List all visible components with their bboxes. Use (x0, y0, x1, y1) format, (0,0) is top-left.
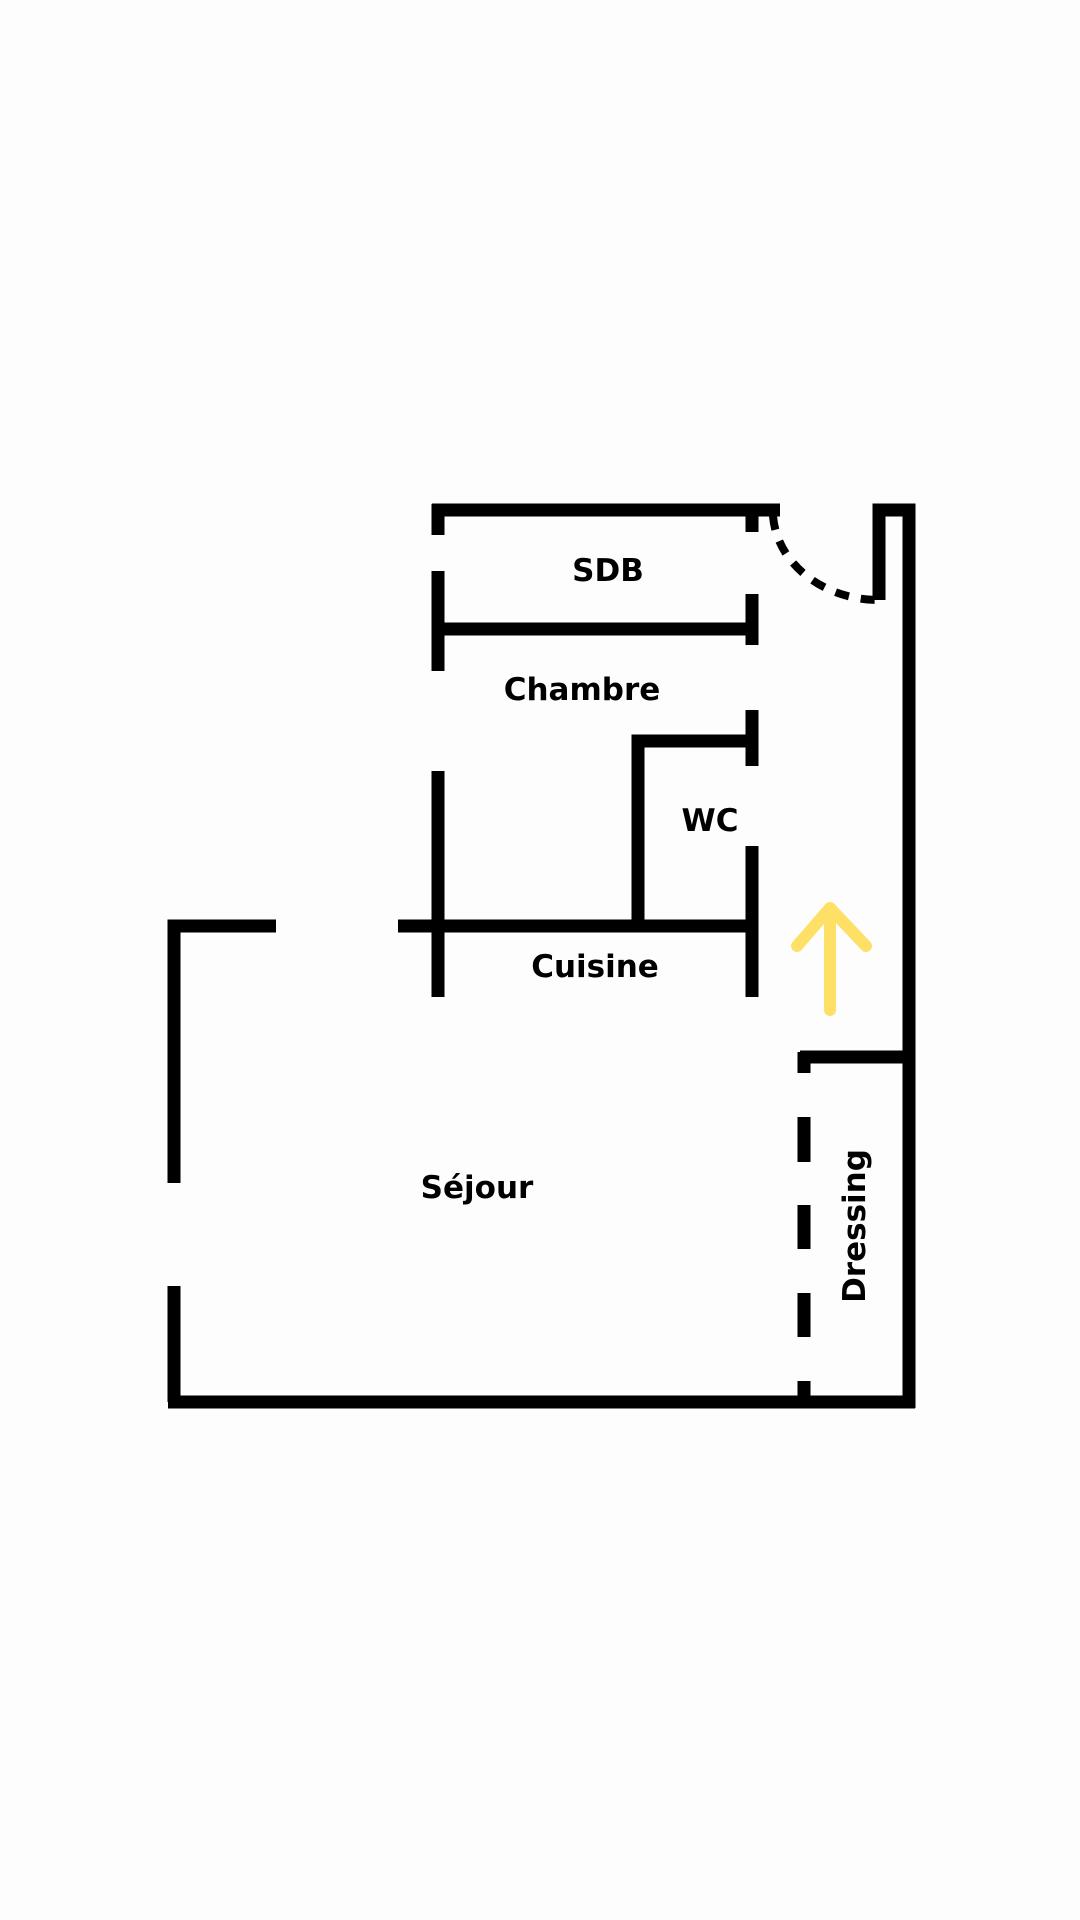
arrow-up-icon (791, 902, 872, 1016)
room-label-sejour: Séjour (421, 1170, 534, 1206)
wall-outer-left (167, 919, 276, 1402)
room-label-chambre: Chambre (504, 672, 661, 708)
room-label-sdb: SDB (572, 553, 644, 589)
room-label-wc: WC (682, 803, 739, 839)
wall-outer-right (872, 503, 916, 1408)
walls (167, 503, 916, 1409)
room-label-cuisine: Cuisine (531, 949, 659, 985)
wall-wc (631, 734, 752, 926)
door-swing-arc (769, 515, 880, 605)
room-label-dressing: Dressing (837, 1149, 873, 1303)
